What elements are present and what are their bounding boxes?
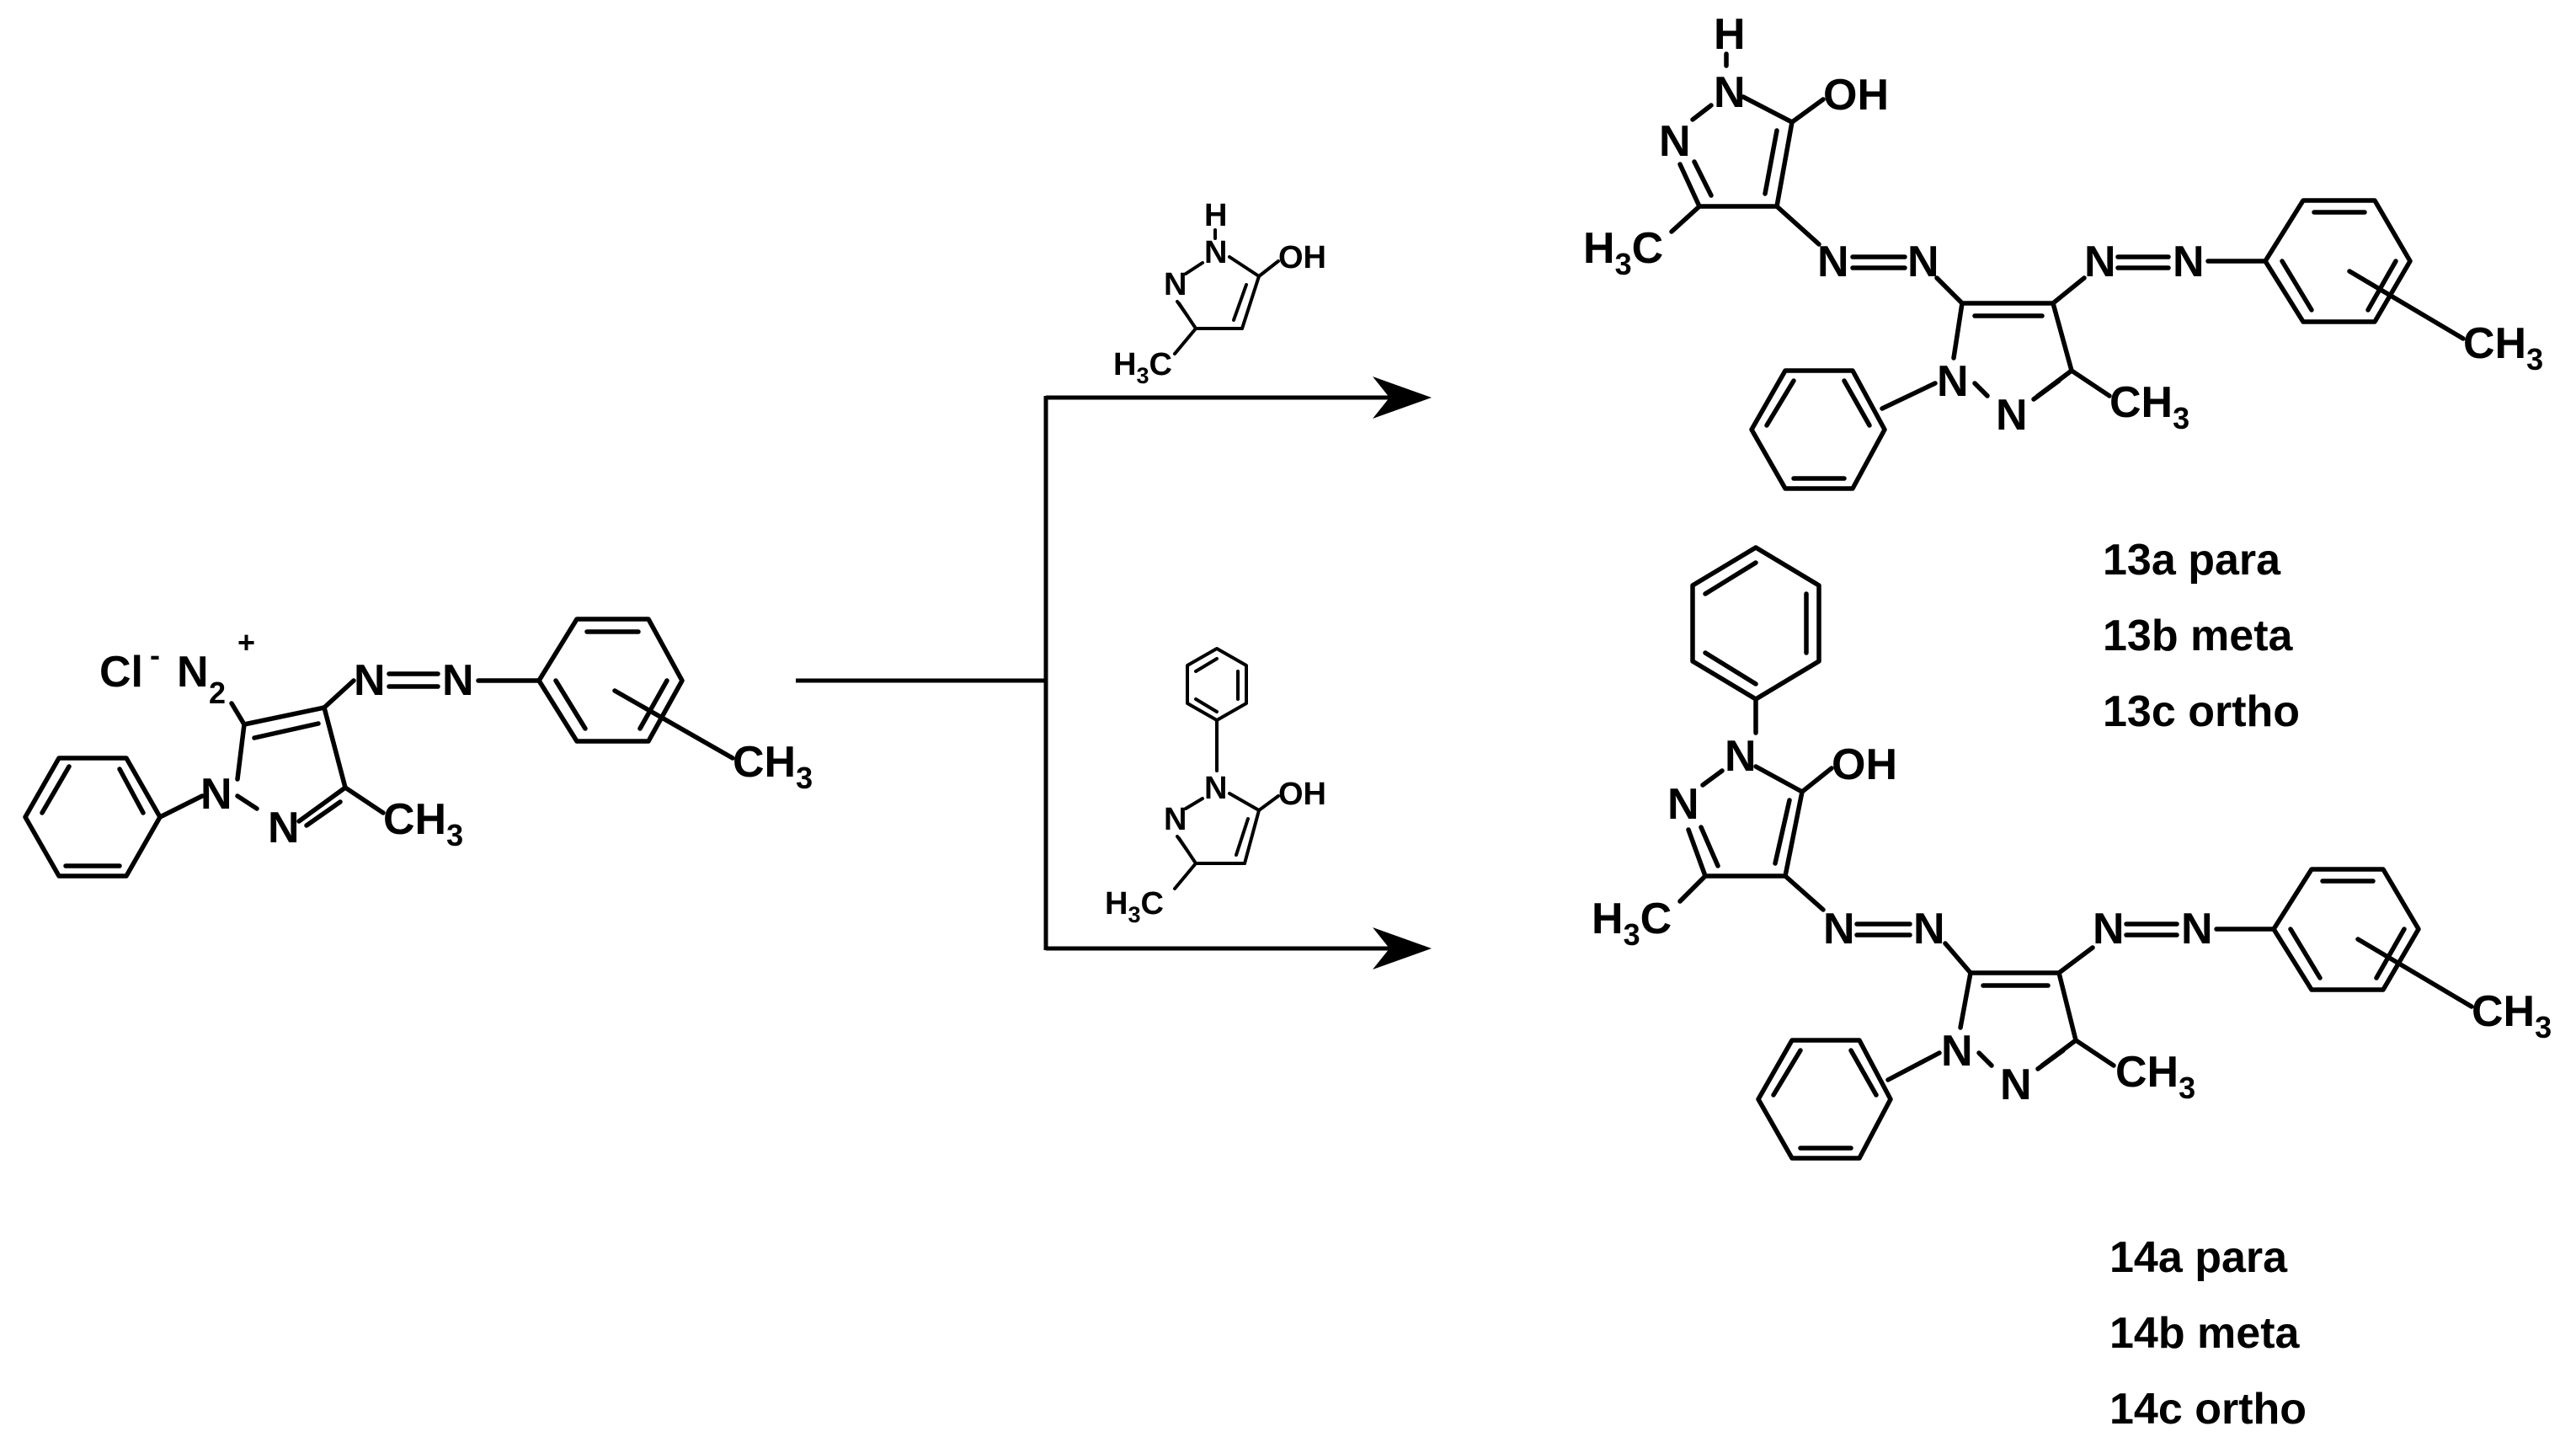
p14-azo2-n-b: N <box>2181 905 2213 954</box>
reactant-counter-ion: Cl <box>99 648 143 697</box>
reactant-diazonium-sub: 2 <box>209 676 226 710</box>
p13-n2-label: N <box>1659 117 1691 166</box>
reagent-top-oh-label: OH <box>1278 240 1326 275</box>
product-14-label-meta: 14b meta <box>2109 1309 2301 1358</box>
p14-ring-n1-label: N <box>1941 1027 1973 1076</box>
product-14-label-para: 14a para <box>2109 1233 2288 1282</box>
reagent-bottom-methyl-label: H3C <box>1105 886 1164 927</box>
p13-left-methyl-label: H3C <box>1583 224 1663 281</box>
reagent-top-methyl-label: H3C <box>1113 347 1172 388</box>
p13-tolyl-ring <box>2263 198 2413 324</box>
reactant-phenyl-ring <box>23 756 163 879</box>
p14-left-methyl-label: H3C <box>1592 895 1672 952</box>
reactant-aryl-methyl-label: CH3 <box>733 738 813 795</box>
reagent-bottom-n1-label: N <box>1204 771 1227 806</box>
product-14-structure: N N OH H3C N N N N CH3 <box>1592 545 2552 1161</box>
reactant-azo-n2-label: N <box>442 656 474 705</box>
p13-azo1-n-a: N <box>1817 238 1849 286</box>
reactant-counter-ion-charge: - <box>150 638 160 672</box>
p14-top-phenyl-ring <box>1690 545 1821 702</box>
p13-azo2-n-a: N <box>2084 238 2116 286</box>
reactant-azo-bond-a <box>322 678 356 710</box>
p14-tolyl-ring <box>2271 867 2421 992</box>
reactant-c5-n2plus-bond <box>229 701 247 727</box>
product-13-label-meta: 13b meta <box>2103 612 2294 660</box>
p13-azo1-n-b: N <box>1907 238 1939 286</box>
reagent-top-methylpyrazolone: H N N OH H3C <box>1113 198 1326 388</box>
reactant-n1-label: N <box>200 770 232 819</box>
p13-ring-n1-label: N <box>1937 357 1969 406</box>
reagent-bottom-phenyl-ring <box>1186 647 1248 722</box>
reactant-diazonium-charge: + <box>237 625 255 660</box>
reactant-n1-phenyl-bond <box>157 793 205 820</box>
product-13-label-ortho: 13c ortho <box>2103 687 2300 736</box>
reagent-bottom-oh-label: OH <box>1278 777 1326 812</box>
p13-ring-methyl-label: CH3 <box>2109 378 2189 435</box>
p14-n-phenyl-ring <box>1756 1038 1893 1161</box>
reagent-bottom-n2-label: N <box>1164 802 1187 837</box>
reactant-diazonium-label: N <box>177 648 209 697</box>
p14-n2-label: N <box>1667 780 1699 829</box>
reagent-top-h-label: H <box>1204 198 1227 233</box>
p14-aryl-methyl-label: CH3 <box>2472 987 2552 1044</box>
reagent-bottom-phenylmethylpyrazolone: N N OH H3C <box>1105 647 1326 927</box>
p14-azo1-n-b: N <box>1913 905 1945 954</box>
p14-n1-label: N <box>1725 732 1757 781</box>
p14-ring-n2-label: N <box>2000 1060 2032 1109</box>
p13-n-phenyl-ring <box>1749 368 1887 491</box>
reactant-n2-label: N <box>268 804 300 852</box>
reactant-tolyl-ring <box>536 617 685 744</box>
reagent-top-n2-label: N <box>1164 267 1187 302</box>
p13-h-label: H <box>1714 10 1746 59</box>
p14-ring-methyl-label: CH3 <box>2115 1048 2195 1105</box>
p13-azo2-n-b: N <box>2173 238 2205 286</box>
product-14-label-ortho: 14c ortho <box>2109 1385 2307 1434</box>
product-13-label-para: 13a para <box>2103 536 2281 585</box>
product-13-structure: H N N OH H3C N N N N CH3 <box>1583 10 2543 491</box>
p13-oh-label: OH <box>1823 71 1889 120</box>
reactant-methyl-bond <box>343 785 386 815</box>
reactant-diazonium-salt: N N CH3 Cl - N 2 + N N CH3 <box>23 617 813 879</box>
reactant-aryl-methyl-bond <box>612 688 735 761</box>
p14-azo2-n-a: N <box>2093 905 2125 954</box>
reagent-top-n1-label: N <box>1204 235 1227 270</box>
p14-oh-label: OH <box>1832 740 1897 789</box>
p13-aryl-methyl-label: CH3 <box>2463 319 2543 377</box>
reactant-methyl-label: CH3 <box>383 795 463 852</box>
p13-ring-n2-label: N <box>1996 391 2028 440</box>
reactant-pyrazole-ring <box>235 705 348 828</box>
reaction-arrows <box>796 377 1432 970</box>
p14-azo1-n-a: N <box>1823 905 1855 954</box>
reactant-azo-n1-label: N <box>354 656 386 705</box>
p13-n1-label: N <box>1714 68 1746 117</box>
